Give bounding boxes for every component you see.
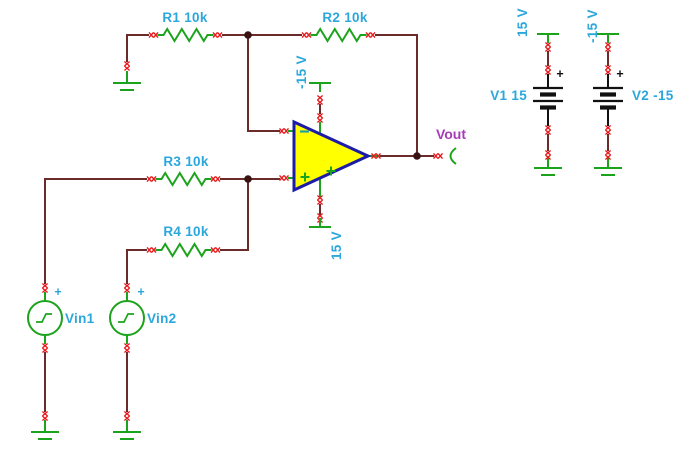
v2-rail-label[interactable]: -15 V — [585, 9, 600, 43]
vin2-label[interactable]: Vin2 — [147, 311, 176, 326]
wire-r1-to-ground[interactable] — [126, 34, 149, 62]
wire-vin1-to-r3[interactable] — [44, 178, 147, 284]
pin-marker — [123, 60, 131, 72]
wire-vin2-to-r4[interactable] — [126, 249, 147, 284]
pin-marker — [316, 194, 324, 206]
v1-rail-label[interactable]: 15 V — [515, 8, 530, 37]
pin-marker — [604, 64, 612, 76]
opamp-bottom-rail-label[interactable]: 15 V — [329, 231, 344, 260]
resistor-r3[interactable] — [147, 173, 220, 185]
vin1-plus-sign: + — [54, 285, 61, 299]
pin-marker — [544, 149, 552, 161]
rail-terminal-v2[interactable] — [596, 33, 620, 44]
r2-label[interactable]: R2 10k — [322, 10, 368, 25]
pin-marker — [278, 174, 290, 182]
battery-cells-icon — [533, 88, 563, 108]
v2-label[interactable]: V2 -15 — [632, 88, 674, 103]
supply-terminal-bottom[interactable] — [308, 217, 332, 228]
pin-marker — [544, 64, 552, 76]
wire-r2-to-output-node[interactable] — [375, 34, 418, 156]
wire-feedback-to-inverting-input[interactable] — [247, 35, 280, 132]
r3-label[interactable]: R3 10k — [163, 154, 209, 169]
ground-symbol-vin1[interactable] — [30, 410, 60, 440]
vout-terminal[interactable] — [432, 147, 457, 165]
pin-marker — [316, 112, 324, 124]
resistor-r2[interactable] — [302, 29, 375, 41]
vin1-label[interactable]: Vin1 — [65, 311, 95, 326]
rail-terminal-v1[interactable] — [536, 33, 560, 44]
output-connector-icon — [449, 147, 457, 165]
opamp-supply-plus-mark — [326, 166, 336, 176]
r4-label[interactable]: R4 10k — [163, 224, 209, 239]
pin-marker — [123, 410, 131, 422]
v2-plus-sign: + — [616, 67, 623, 81]
supply-terminal-top[interactable] — [308, 82, 332, 93]
pin-marker — [604, 124, 612, 136]
ground-symbol-v2[interactable] — [593, 149, 623, 176]
battery-v1[interactable] — [533, 33, 563, 136]
ground-symbol-top-left[interactable] — [112, 60, 142, 91]
junction-dot — [413, 152, 421, 160]
opamp-pin-stubs — [288, 122, 380, 197]
pin-marker — [278, 127, 290, 135]
pin-marker — [604, 41, 612, 53]
opamp-noninverting-input-mark — [300, 172, 310, 182]
opamp[interactable] — [278, 82, 382, 228]
r1-label[interactable]: R1 10k — [162, 10, 208, 25]
pin-marker — [316, 94, 324, 106]
junction-dot — [244, 31, 252, 39]
pin-marker — [604, 149, 612, 161]
resistor-r4[interactable] — [147, 244, 220, 256]
pin-marker — [41, 410, 49, 422]
ground-symbol-vin2[interactable] — [112, 410, 142, 440]
battery-v2[interactable] — [593, 33, 623, 136]
vin2-plus-sign: + — [137, 285, 144, 299]
v1-label[interactable]: V1 15 — [490, 88, 527, 103]
pin-marker — [544, 124, 552, 136]
vout-label[interactable]: Vout — [436, 126, 466, 142]
battery-cells-icon — [593, 88, 623, 108]
resistor-r1[interactable] — [149, 29, 222, 41]
wire-r4-to-noninverting-node[interactable] — [220, 179, 249, 251]
pin-marker — [544, 41, 552, 53]
junction-dot — [244, 175, 252, 183]
pin-marker — [432, 152, 444, 160]
opamp-top-rail-label[interactable]: -15 V — [294, 55, 309, 89]
v1-plus-sign: + — [556, 67, 563, 81]
ground-symbol-v1[interactable] — [533, 149, 563, 176]
